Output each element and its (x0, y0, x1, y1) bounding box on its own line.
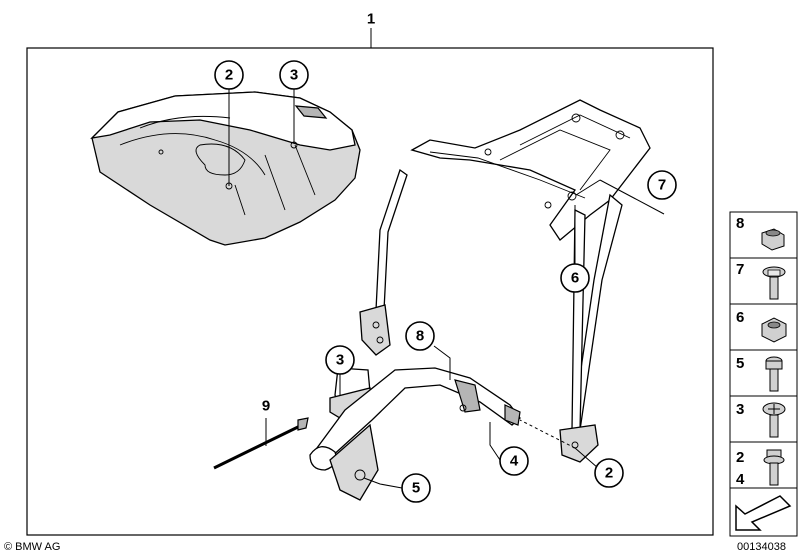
callout-7 (647, 170, 677, 200)
callout-6-label: 6 (571, 270, 579, 287)
legend-label-3: 3 (736, 401, 744, 418)
main-callout-label: 1 (367, 11, 375, 28)
callout-2-top-label: 2 (225, 67, 233, 84)
copyright-label: © BMW AG (4, 541, 61, 553)
flange-bolt-icon (762, 266, 786, 300)
mounting-bracket (309, 367, 521, 501)
callout-5 (401, 473, 431, 503)
hardware-legend: 8 7 6 5 3 (729, 211, 798, 537)
callout-8 (405, 321, 435, 351)
reference-number: 00134038 (737, 541, 786, 553)
legend-cell-3 (729, 395, 798, 443)
callout-7-label: 7 (658, 177, 666, 194)
callout-5-leader (363, 477, 403, 489)
arrow-icon (735, 495, 792, 531)
luggage-rack (359, 99, 651, 463)
callout-2-bottom-label: 2 (605, 465, 613, 482)
callout-3-top (279, 60, 309, 90)
callout-2-top (214, 60, 244, 90)
callout-7-leader-c (575, 179, 601, 196)
callout-2-bottom-leader (574, 447, 599, 469)
callout-3-bracket (325, 345, 355, 375)
callout-3-top-label: 3 (290, 67, 298, 84)
legend-cell-5 (729, 349, 798, 397)
cable-tie (213, 417, 309, 472)
hex-nut-icon (761, 317, 787, 343)
callout-8-label: 8 (416, 328, 424, 345)
pan-head-screw-icon (762, 402, 786, 438)
callout-2-bottom-leader-dashed (519, 419, 576, 449)
nut-icon (761, 228, 785, 251)
legend-label-8: 8 (736, 215, 744, 232)
legend-label-5: 5 (736, 355, 744, 372)
callout-9-label: 9 (262, 398, 270, 415)
callout-6 (560, 263, 590, 293)
collar-bolt-icon (763, 449, 785, 486)
callout-4 (499, 446, 529, 476)
callout-5-label: 5 (412, 480, 420, 497)
callout-2-bottom (594, 458, 624, 488)
assembly-frame (26, 47, 714, 536)
callout-8-leader (433, 345, 451, 380)
legend-label-7: 7 (736, 261, 744, 278)
callout-4-leader (489, 422, 501, 461)
callout-4-label: 4 (510, 453, 519, 470)
top-case-base-plate (90, 91, 361, 246)
legend-cell-7 (729, 257, 798, 305)
legend-label-6: 6 (736, 309, 744, 326)
callout-7-leader-b (599, 179, 665, 215)
callout-3-bracket-label: 3 (336, 352, 344, 369)
legend-label-4: 4 (736, 471, 745, 488)
legend-label-2: 2 (736, 449, 744, 466)
bolt-icon (765, 356, 783, 392)
